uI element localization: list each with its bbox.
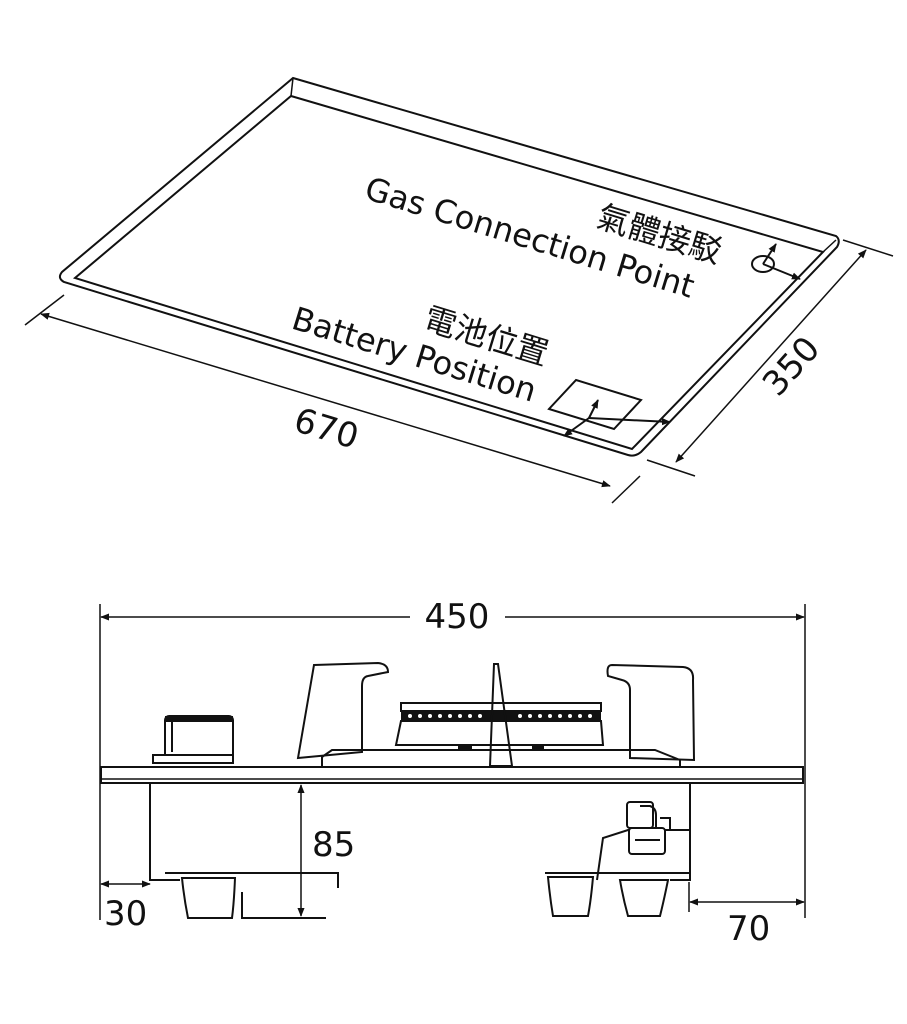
control-knob	[152, 715, 234, 764]
hob-body	[149, 783, 691, 888]
dimension-length-value: 670	[289, 400, 363, 457]
glass-top	[100, 766, 804, 784]
center-support-fin	[488, 663, 514, 767]
dimension-left-offset: 30	[100, 880, 151, 934]
cutout-inner-rim	[72, 94, 825, 451]
dimension-total-width: 450	[99, 597, 806, 920]
dimension-left-offset-value: 30	[104, 894, 147, 934]
dimension-height-value: 85	[312, 825, 355, 865]
burner-head	[394, 702, 605, 751]
top-view: 氣體接駁 Gas Connection Point 電池位置 Battery P…	[24, 76, 894, 504]
gas-connector	[626, 801, 671, 855]
dimension-right-offset: 70	[688, 882, 805, 949]
dimension-total-width-value: 450	[425, 597, 490, 637]
dimension-right-offset-value: 70	[727, 909, 770, 949]
dimension-height: 85	[297, 784, 355, 917]
gas-connection-marker	[751, 243, 801, 280]
pan-support	[296, 661, 696, 768]
side-view: 450	[99, 597, 806, 949]
dimension-width-value: 350	[755, 329, 828, 404]
cutout-outline	[58, 76, 840, 457]
support-feet	[180, 876, 670, 919]
